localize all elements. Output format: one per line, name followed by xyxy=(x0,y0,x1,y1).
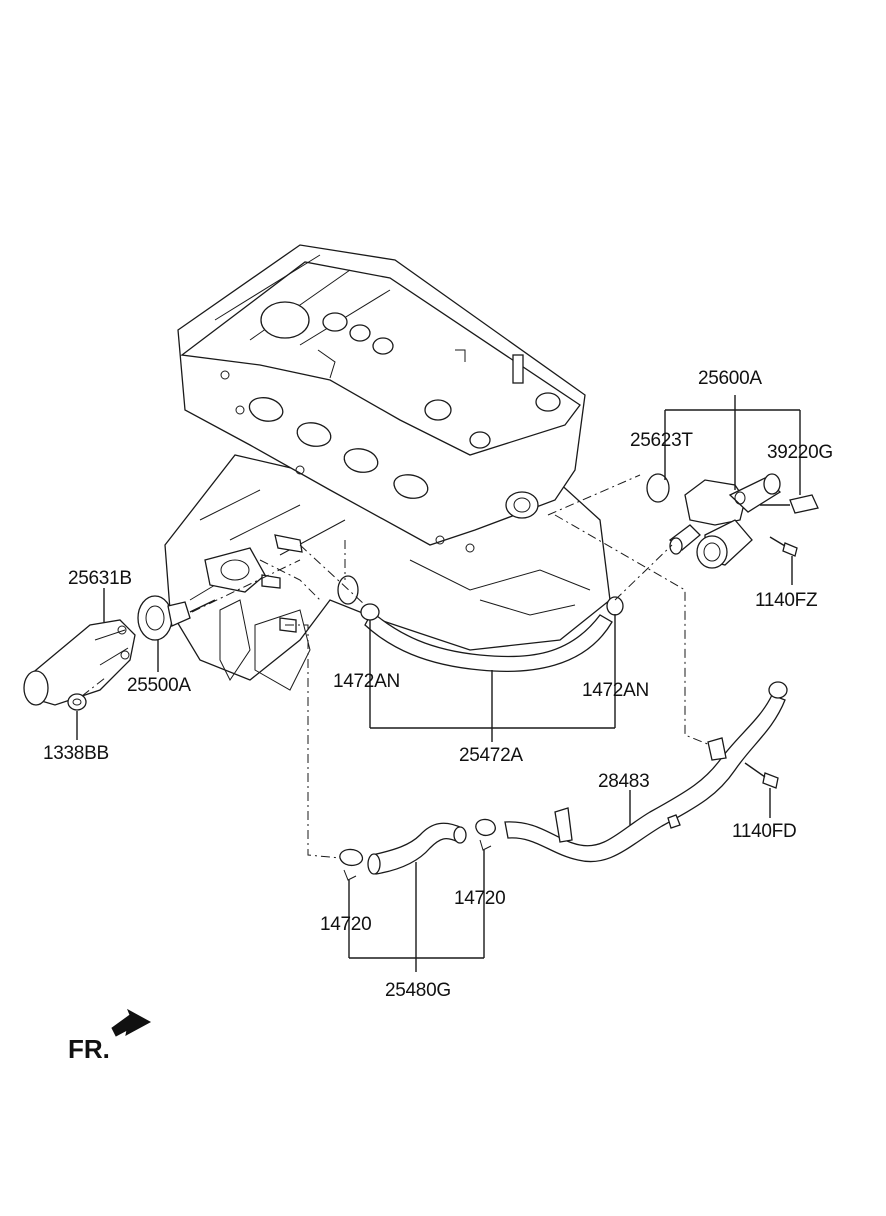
bolt-1140FD xyxy=(744,762,779,789)
label-25631B: 25631B xyxy=(68,568,132,589)
arrow-icon xyxy=(111,1008,152,1037)
phantom-lines xyxy=(191,474,711,859)
label-25623T: 25623T xyxy=(630,430,693,451)
label-25500A: 25500A xyxy=(127,675,191,696)
label-28483: 28483 xyxy=(598,771,650,792)
label-1472AN-right: 1472AN xyxy=(582,680,649,701)
label-14720-right: 14720 xyxy=(454,888,506,909)
thermostat-housing-25631B xyxy=(23,619,136,706)
label-1338BB: 1338BB xyxy=(43,743,109,764)
bolt-1140FZ xyxy=(769,536,798,557)
label-25600A: 25600A xyxy=(698,368,762,389)
engine-block xyxy=(164,244,611,691)
leader-lines xyxy=(76,395,801,972)
nut-1338BB xyxy=(67,677,106,711)
label-25480G: 25480G xyxy=(385,980,451,1001)
clamp-14720-right xyxy=(475,818,496,851)
front-direction-label: FR. xyxy=(68,1034,110,1064)
label-25472A: 25472A xyxy=(459,745,523,766)
label-1140FD: 1140FD xyxy=(732,821,797,842)
label-14720-left: 14720 xyxy=(320,914,372,935)
pipe-28483 xyxy=(504,681,788,863)
label-39220G: 39220G xyxy=(767,442,833,463)
thermostat-25500A xyxy=(137,595,216,641)
temperature-sensor-39220G xyxy=(760,494,819,514)
label-1140FZ: 1140FZ xyxy=(755,590,818,611)
hose-25480G xyxy=(367,822,467,875)
water-outlet-fitting-25600A xyxy=(668,473,782,569)
label-1472AN-left: 1472AN xyxy=(333,671,400,692)
o-ring-25623T xyxy=(646,473,670,503)
hose-25472A xyxy=(360,596,624,673)
clamp-14720-left xyxy=(339,848,364,881)
